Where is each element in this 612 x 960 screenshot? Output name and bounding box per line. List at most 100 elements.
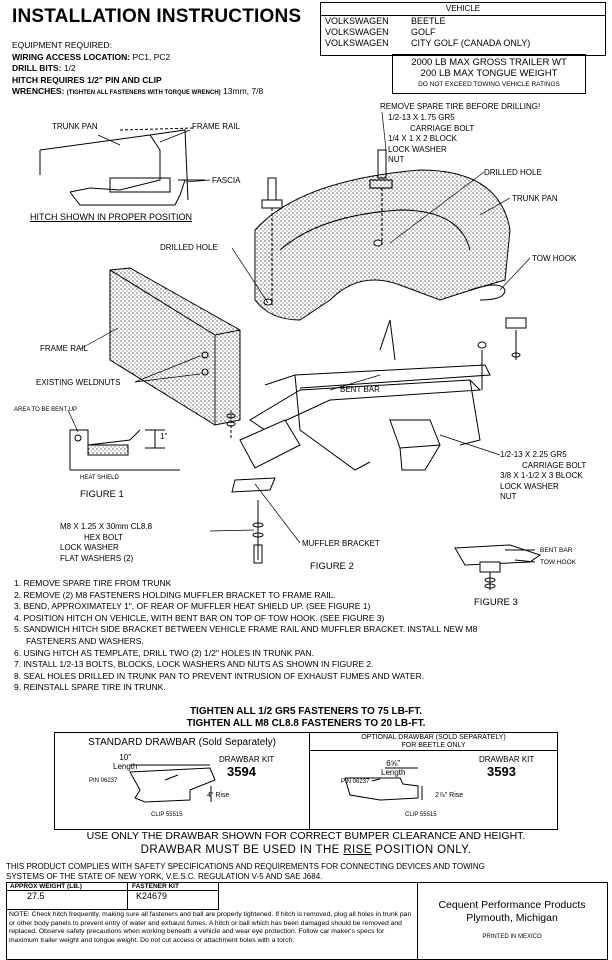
vehicle-model: BEETLE bbox=[411, 16, 446, 26]
std-clip: CLIP 55515 bbox=[151, 812, 183, 818]
rise-pre: DRAWBAR MUST BE USED IN THE bbox=[140, 844, 344, 856]
bent-bar-label: BENT BAR bbox=[340, 385, 380, 394]
standard-drawbar-title: STANDARD DRAWBAR (Sold Separately) bbox=[88, 737, 276, 748]
fastener-kit-label: FASTENER KIT bbox=[128, 883, 218, 891]
vehicle-make: VOLKSWAGEN bbox=[325, 16, 389, 26]
fig3-caption: FIGURE 3 bbox=[474, 597, 518, 608]
step-item: 2. REMOVE (2) M8 FASTENERS HOLDING MUFFL… bbox=[14, 589, 336, 600]
opt-kit-label: DRAWBAR KIT bbox=[479, 755, 535, 764]
tow-hook-label: TOW HOOK bbox=[532, 254, 577, 263]
wrench-note: (TIGHTEN ALL FASTENERS WITH TORQUE WRENC… bbox=[66, 90, 221, 96]
drilled-hole-right-label: DRILLED HOLE bbox=[484, 168, 542, 177]
frame-rail-drawing bbox=[109, 267, 241, 426]
company-block: Cequent Performance Products Plymouth, M… bbox=[427, 899, 597, 944]
compliance-statement: THIS PRODUCT COMPLIES WITH SAFETY SPECIF… bbox=[6, 862, 606, 882]
fig3-bent-bar-label: BENT BAR bbox=[540, 547, 573, 554]
std-pin: PIN 06237 bbox=[89, 778, 118, 784]
fig1-caption-top: HITCH SHOWN IN PROPER POSITION bbox=[30, 212, 193, 222]
std-kit-label: DRAWBAR KIT bbox=[219, 755, 275, 764]
opt-length-label: Length bbox=[381, 768, 406, 777]
wiring-value: PC1, PC2 bbox=[132, 51, 171, 62]
opt-length: 6⅝"Length bbox=[381, 759, 405, 777]
figure3-drawing bbox=[454, 544, 542, 590]
fastener-kit-cell: FASTENER KIT K24679 bbox=[128, 883, 219, 910]
bolt1-line: 1/4 X 1 X 2 BLOCK bbox=[388, 134, 457, 143]
fig1-trunk-pan-label: TRUNK PAN bbox=[52, 122, 98, 131]
m8-line: M8 X 1.25 X 30mm CL8.8 bbox=[60, 522, 153, 531]
bolt1-line: CARRIAGE BOLT bbox=[410, 123, 475, 133]
rating-gross: 2000 LB MAX GROSS TRAILER WT bbox=[411, 57, 567, 68]
trunk-pan-label: TRUNK PAN bbox=[512, 194, 558, 203]
wiring-label: WIRING ACCESS LOCATION: bbox=[12, 51, 131, 62]
bolt1-line: LOCK WASHER bbox=[388, 144, 447, 154]
opt-length-value: 6⅝" bbox=[386, 759, 401, 768]
bolt2-line: NUT bbox=[500, 492, 517, 501]
fig1-dimension: 1" bbox=[160, 432, 168, 441]
torque-m8: TIGHTEN ALL M8 CL8.8 FASTENERS TO 20 LB-… bbox=[186, 718, 426, 729]
weight-label: APPROX WEIGHT (LB.) bbox=[7, 883, 127, 891]
hitch-requirement: HITCH REQUIRES 1/2" PIN AND CLIP bbox=[12, 74, 162, 85]
rating-box: 2000 LB MAX GROSS TRAILER WT 200 LB MAX … bbox=[392, 54, 586, 94]
drawbar-sketches bbox=[129, 764, 423, 803]
bolt-stacks bbox=[226, 149, 527, 564]
existing-weldnuts-label: EXISTING WELDNUTS bbox=[36, 378, 121, 387]
bolt2-line: 1/2-13 X 2.25 GR5 bbox=[500, 450, 567, 459]
rise-post: POSITION ONLY. bbox=[371, 844, 472, 856]
optional-title: OPTIONAL DRAWBAR (SOLD SEPARATELY) bbox=[361, 734, 506, 741]
opt-kit-number: 3593 bbox=[487, 764, 516, 779]
opt-pin: PIN 06237 bbox=[341, 779, 370, 785]
rating-warning: DO NOT EXCEED TOWING VEHICLE RATINGS bbox=[418, 81, 560, 88]
std-length: 10"Length bbox=[113, 753, 137, 771]
m8-spec: M8 X 1.25 X 30mm CL8.8 HEX BOLT LOCK WAS… bbox=[60, 522, 152, 564]
wrench-value: 13mm, 7/8 bbox=[223, 86, 264, 96]
step-item: FASTENERS AND WASHERS. bbox=[26, 635, 144, 646]
bolt1-line: 1/2-13 X 1.75 GR5 bbox=[388, 113, 455, 122]
m8-line: FLAT WASHERS (2) bbox=[60, 553, 134, 563]
std-kit-number: 3594 bbox=[227, 764, 256, 779]
company-name: Cequent Performance Products bbox=[438, 899, 586, 911]
safety-note: NOTE: Check hitch frequently, making sur… bbox=[9, 911, 412, 944]
remove-tire-warning: REMOVE SPARE TIRE BEFORE DRILLING! bbox=[380, 102, 541, 111]
std-length-value: 10" bbox=[119, 753, 132, 762]
bolt2-spec: 1/2-13 X 2.25 GR5 CARRIAGE BOLT 3/8 X 1-… bbox=[500, 450, 586, 503]
vehicle-model: CITY GOLF (CANADA ONLY) bbox=[411, 38, 531, 48]
drawbar-divider bbox=[309, 733, 310, 829]
vehicle-make: VOLKSWAGEN bbox=[325, 27, 389, 37]
std-rise: 4" Rise bbox=[207, 792, 230, 799]
opt-rise: 2⅞" Rise bbox=[435, 792, 464, 799]
optional-subtitle: FOR BEETLE ONLY bbox=[310, 742, 557, 751]
bolt1-spec: 1/2-13 X 1.75 GR5 CARRIAGE BOLT 1/4 X 1 … bbox=[388, 113, 474, 166]
bolt2-line: LOCK WASHER bbox=[500, 481, 559, 491]
step-item: 4. POSITION HITCH ON VEHICLE, WITH BENT … bbox=[14, 612, 385, 623]
fig1-area-label: AREA TO BE BENT UP bbox=[14, 407, 78, 413]
drilled-hole-left-label: DRILLED HOLE bbox=[160, 243, 218, 252]
figure1-side-view bbox=[39, 127, 205, 206]
hitch-drawing bbox=[231, 284, 506, 493]
fig1-fascia-label: FASCIA bbox=[212, 176, 241, 185]
fig3-tow-hook-label: TOW HOOK bbox=[540, 559, 576, 566]
equipment-list: EQUIPMENT REQUIRED: WIRING ACCESS LOCATI… bbox=[12, 40, 263, 100]
rating-tongue: 200 LB MAX TONGUE WEIGHT bbox=[420, 68, 558, 79]
step-item: 9. REINSTALL SPARE TIRE IN TRUNK. bbox=[14, 682, 166, 693]
weight-value: 27.5 bbox=[27, 891, 45, 901]
use-only-warning: USE ONLY THE DRAWBAR SHOWN FOR CORRECT B… bbox=[86, 830, 526, 842]
bolt2-line: CARRIAGE BOLT bbox=[522, 460, 587, 470]
footer-box: APPROX WEIGHT (LB.) 27.5 FASTENER KIT K2… bbox=[6, 882, 608, 960]
drawbar-box: STANDARD DRAWBAR (Sold Separately) 10"Le… bbox=[54, 732, 558, 830]
figure1-heat-shield bbox=[69, 429, 180, 471]
fig1-heat-shield-label: HEAT SHIELD bbox=[80, 475, 119, 481]
bolt1-line: NUT bbox=[388, 155, 405, 164]
step-item: 3. BEND, APPROXIMATELY 1", OF REAR OF MU… bbox=[14, 601, 371, 612]
compliance-line: SYSTEMS OF THE STATE OF NEW YORK, V.E.S.… bbox=[6, 872, 323, 881]
instruction-steps: 1. REMOVE SPARE TIRE FROM TRUNK 2. REMOV… bbox=[14, 578, 584, 694]
optional-drawbar-title: OPTIONAL DRAWBAR (SOLD SEPARATELY) FOR B… bbox=[310, 734, 557, 751]
footer-divider bbox=[417, 883, 418, 959]
std-length-label: Length bbox=[113, 762, 138, 771]
vehicle-model: GOLF bbox=[411, 27, 436, 37]
rise-position-warning: DRAWBAR MUST BE USED IN THE RISE POSITIO… bbox=[0, 844, 612, 856]
leader-lines bbox=[67, 111, 531, 544]
torque-half-inch: TIGHTEN ALL 1/2 GR5 FASTENERS TO 75 LB-F… bbox=[189, 706, 423, 717]
